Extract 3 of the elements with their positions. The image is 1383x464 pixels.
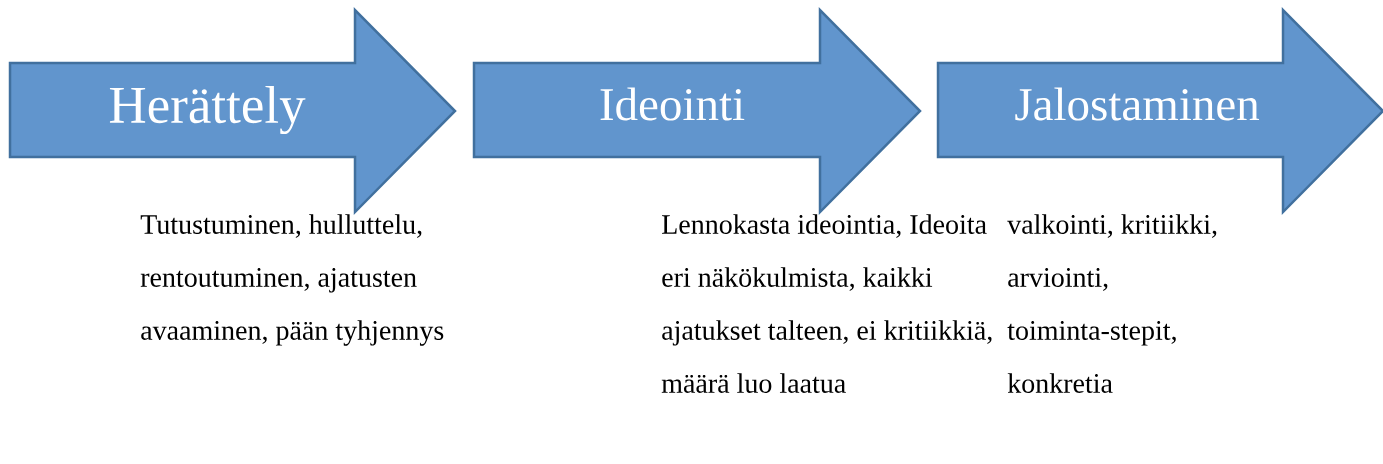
- description-text: valkointi, kritiikki, arviointi, toiminta-stepit, konkretia: [1007, 214, 1217, 393]
- description-text: Lennokasta ideointia, Ideoita eri näkökulmista, kaikki ajatukset talteen, ei kritiikkiä, määrä luo laatua: [661, 214, 992, 393]
- description-text: Tutustuminen, hulluttelu, rentoutuminen, ajatusten avaaminen, pään tyhjennys: [140, 214, 444, 346]
